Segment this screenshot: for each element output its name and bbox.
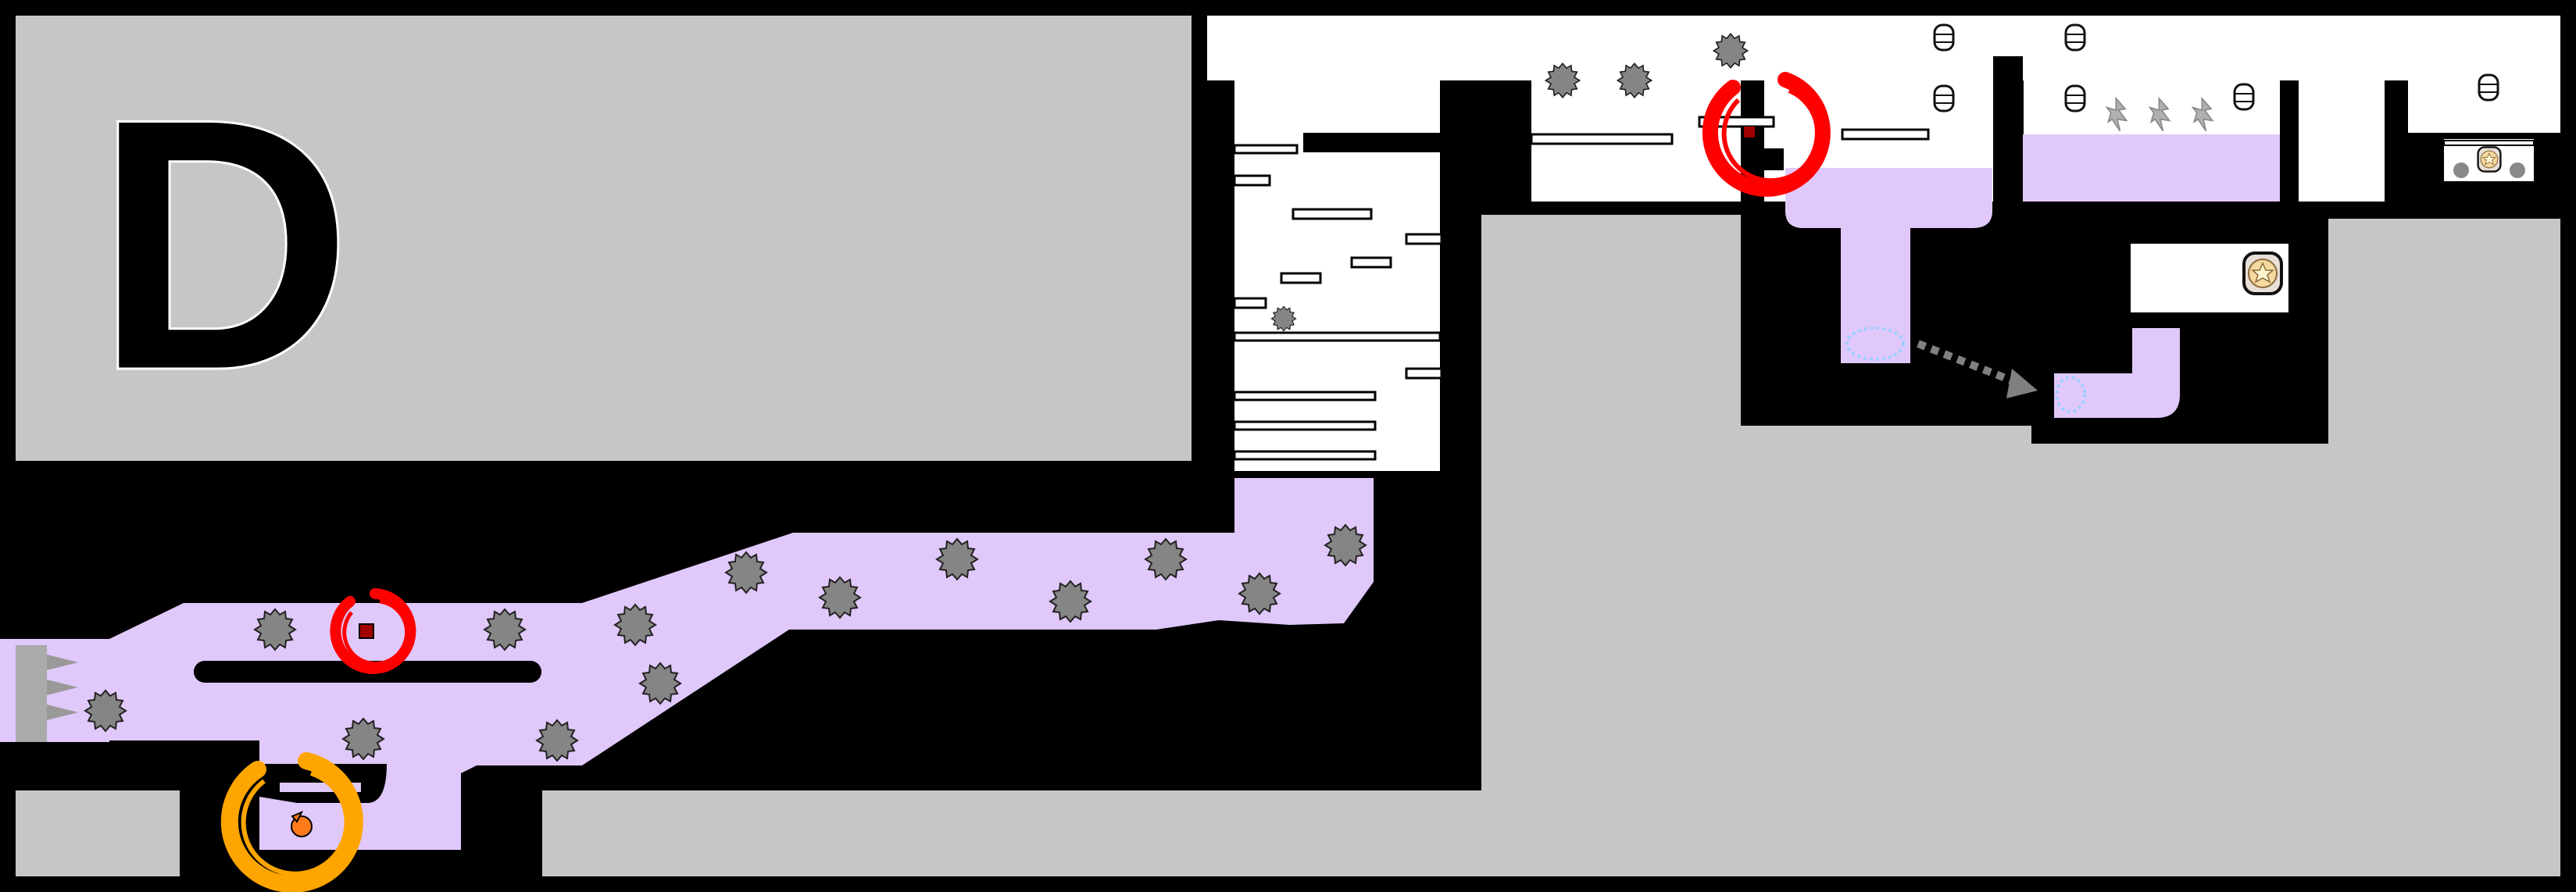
rock-bottom-mid: [542, 790, 1499, 876]
gate-block: [1760, 148, 1784, 170]
area-label: D: [94, 45, 353, 445]
pillar-3: [2385, 90, 2408, 215]
red-coin-icon: [359, 623, 374, 639]
water-upper-right: [2023, 134, 2280, 202]
exit-ring-upper: [1702, 72, 1831, 197]
air-shaft-top: [1234, 80, 1303, 151]
platform: [1405, 233, 1443, 245]
barrel-icon: [2233, 83, 2255, 111]
platform: [1405, 367, 1443, 380]
wall-spikes-icon: [16, 645, 78, 742]
platform: [1350, 256, 1392, 269]
bubble-warp-icon: [2055, 376, 2086, 413]
warp-arrow: [1917, 340, 2038, 398]
exit-ring-lower: [330, 588, 416, 674]
water-regions: [0, 134, 2280, 850]
air-regions: [1207, 16, 2560, 471]
star-coin-icon: [2244, 253, 2281, 294]
red-coin-icon: [1744, 127, 1755, 137]
player-start-icon: [291, 811, 313, 837]
platform: [1233, 144, 1299, 155]
bubble-warp-icon: [1845, 326, 1905, 361]
platform: [1292, 208, 1373, 220]
platform: [1233, 420, 1377, 431]
barrel-icon: [2478, 73, 2499, 102]
air-shaft-room: [1234, 152, 1440, 387]
bench-icon: [2443, 140, 2535, 178]
barrel-icon: [1933, 84, 1955, 112]
rock-regions: [16, 16, 2560, 876]
platform: [1233, 450, 1377, 461]
air-upper-right2: [2299, 16, 2385, 202]
platforms: [1233, 116, 1930, 461]
rock-right-big: [1481, 215, 2560, 876]
platform: [1530, 133, 1674, 145]
rock-top-left: [16, 16, 1192, 461]
shaft-wall: [1207, 80, 1234, 471]
air-upper-right3: [2408, 16, 2560, 133]
platform: [1233, 331, 1442, 342]
water-main-tunnel: [0, 478, 1374, 850]
star-coin-icon: [2477, 146, 2502, 173]
rock-bottom-left: [16, 790, 180, 876]
pillar-2: [2280, 123, 2299, 209]
platform: [1280, 272, 1322, 284]
pillar-1: [1993, 56, 2023, 212]
shaft-right-wall: [1440, 152, 1481, 473]
barrel-icon: [2064, 84, 2086, 112]
barrel-icon: [1933, 23, 1955, 52]
platform: [1841, 128, 1930, 141]
air-ceiling-left: [1207, 16, 1234, 82]
platform: [1233, 391, 1377, 401]
platform: [1233, 174, 1271, 187]
shaft-ledge: [1303, 133, 1528, 152]
entry-ring: [220, 752, 363, 892]
platform: [1233, 297, 1267, 309]
barrel-icon: [2064, 23, 2086, 52]
water-t-pool: [1785, 168, 1992, 363]
